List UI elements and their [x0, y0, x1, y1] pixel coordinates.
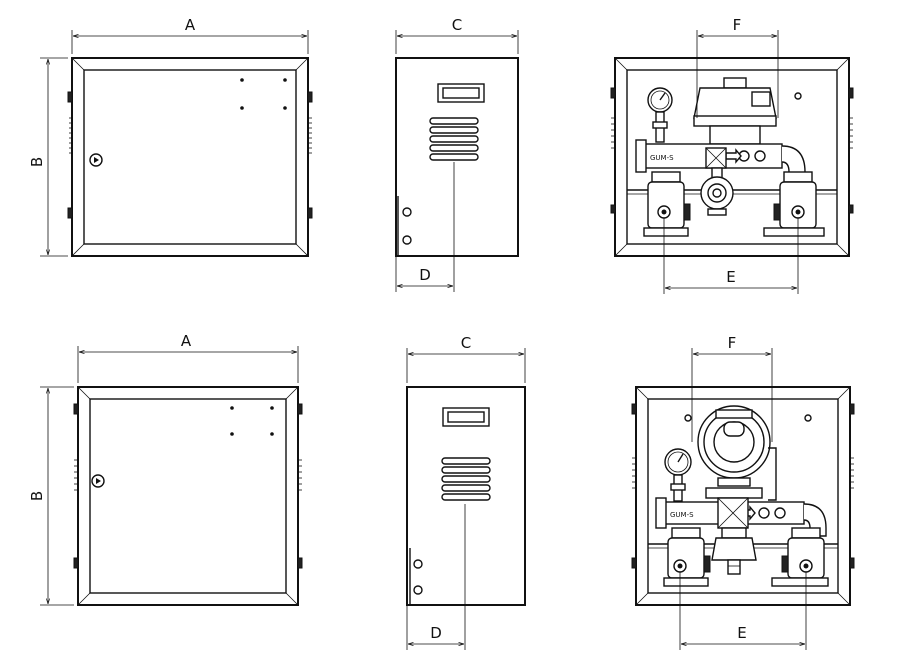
dimension-label-a: A [185, 16, 196, 34]
side-vents-open-top [610, 87, 854, 214]
side-vents-right [307, 91, 313, 219]
side-view-top: C D [395, 16, 519, 292]
vent-louvers-bottom [441, 457, 491, 501]
lock-icon-bottom [91, 474, 105, 488]
pressure-gauge-icon [647, 87, 673, 143]
front-view-closed-bottom: A B [28, 332, 303, 606]
ball-valve-right-icon [763, 171, 825, 237]
dimension-label-d: D [419, 266, 431, 284]
dimension-label-b: B [28, 157, 46, 167]
front-view-closed-top: A B [28, 16, 313, 257]
dimension-label-e: E [726, 268, 735, 286]
dimension-label-b-bottom: B [28, 491, 46, 501]
side-vents-bottom [73, 403, 303, 569]
dimension-label-d-bottom: D [430, 624, 442, 642]
dimension-label-c-bottom: C [461, 334, 471, 352]
pressure-regulator-icon [693, 77, 777, 145]
svg-text:GUM-S: GUM-S [670, 511, 694, 519]
ball-valve-right-icon-bottom [771, 527, 829, 587]
side-vents-left [67, 91, 73, 219]
pressure-regulator-round-icon [697, 405, 777, 501]
dimension-label-e-bottom: E [737, 624, 746, 642]
front-view-open-top: GUM-S [610, 16, 854, 294]
dimension-label-a-bottom: A [181, 332, 192, 350]
side-vents-open-bottom [631, 403, 855, 569]
ball-valve-left-icon [643, 171, 691, 237]
svg-text:GUM-S: GUM-S [650, 154, 674, 162]
dimension-label-f: F [733, 16, 742, 34]
pipe-manifold: GUM-S [635, 139, 806, 216]
vent-louvers-top [429, 117, 479, 161]
dimension-label-c: C [452, 16, 462, 34]
dimension-label-f-bottom: F [728, 334, 737, 352]
side-view-bottom: C D [406, 334, 526, 650]
pressure-gauge-icon-bottom [664, 448, 692, 502]
ball-valve-left-icon-bottom [663, 527, 711, 587]
front-view-open-bottom: GUM-S [631, 334, 855, 650]
lock-icon [89, 153, 103, 167]
